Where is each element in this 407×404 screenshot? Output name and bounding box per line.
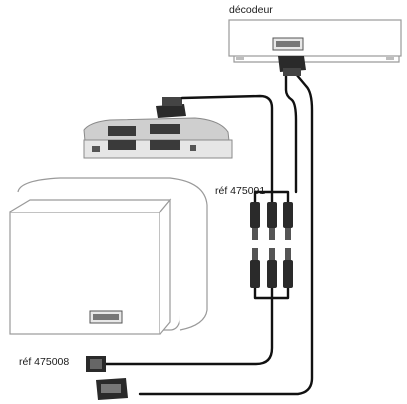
rca-plug-icon (250, 248, 293, 288)
decoder-box (228, 19, 402, 63)
scart-connector-icon (96, 378, 128, 400)
decoder-scart-socket-icon (272, 37, 304, 51)
ref-475091-label: réf 475091 (215, 185, 266, 197)
rca-plug-icon (250, 202, 293, 240)
switch-scart-plug-icon (156, 97, 186, 118)
scart-connector-icon (86, 356, 106, 372)
scart-connector-icon (278, 56, 306, 76)
scart-switch (83, 97, 233, 159)
cables (102, 72, 314, 396)
television (9, 177, 208, 335)
rca-adapter (250, 202, 293, 288)
decoder-label: décodeur (229, 4, 273, 16)
tv-scart-socket-icon (89, 310, 123, 324)
ref-475008-label: réf 475008 (19, 356, 70, 368)
